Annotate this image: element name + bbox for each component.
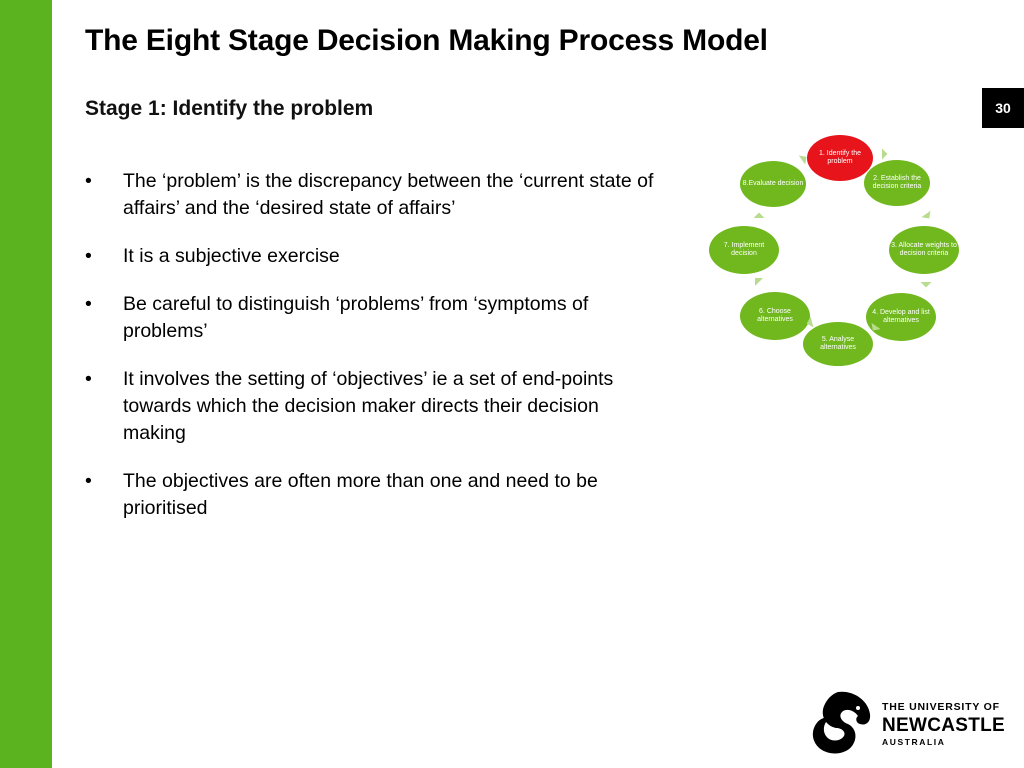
- bullet-text: The ‘problem’ is the discrepancy between…: [123, 170, 654, 219]
- slide-title: The Eight Stage Decision Making Process …: [85, 24, 768, 57]
- stage-node-1: 1. Identify the problem: [807, 135, 873, 181]
- bullet-icon: •: [85, 368, 92, 390]
- sidebar-accent-bar: [0, 0, 52, 768]
- list-item: • Be careful to distinguish ‘problems’ fr…: [85, 291, 660, 345]
- stage-node-5: 5. Analyse alternatives: [803, 322, 873, 366]
- stage-node-2: 2. Establish the decision criteria: [864, 160, 930, 206]
- list-item: • It is a subjective exercise: [85, 243, 660, 270]
- page-number-badge: 30: [982, 88, 1024, 128]
- decision-cycle-diagram: 1. Identify the problem 2. Establish the…: [700, 130, 970, 375]
- cycle-arrow-icon: [920, 276, 931, 287]
- bullet-icon: •: [85, 245, 92, 267]
- cycle-arrow-icon: [921, 209, 930, 218]
- bullet-text: The objectives are often more than one a…: [123, 470, 598, 519]
- stage-node-6: 6. Choose alternatives: [740, 292, 810, 340]
- cycle-arrow-icon: [755, 278, 763, 286]
- stage-node-4: 4. Develop and list alternatives: [866, 293, 936, 341]
- bullet-icon: •: [85, 170, 92, 192]
- list-item: • The ‘problem’ is the discrepancy betwee…: [85, 168, 660, 222]
- cycle-arrow-icon: [797, 155, 806, 164]
- logo-line-2: NEWCASTLE: [882, 715, 1006, 736]
- bullet-icon: •: [85, 470, 92, 492]
- stage-node-3: 3. Allocate weights to decision criteria: [889, 226, 959, 274]
- university-logo: THE UNIVERSITY OF NEWCASTLE AUSTRALIA: [808, 688, 1008, 758]
- stage-node-7: 7. Implement decision: [709, 226, 779, 274]
- cycle-arrow-icon: [876, 148, 887, 159]
- list-item: • The objectives are often more than one …: [85, 468, 660, 522]
- bullet-icon: •: [85, 293, 92, 315]
- bullet-text: Be careful to distinguish ‘problems’ fro…: [123, 293, 589, 342]
- logo-line-1: THE UNIVERSITY OF: [882, 701, 1000, 713]
- bullet-text: It involves the setting of ‘objectives’ …: [123, 368, 614, 444]
- bullet-list: • The ‘problem’ is the discrepancy betwee…: [85, 168, 660, 543]
- list-item: • It involves the setting of ‘objectives’…: [85, 366, 660, 447]
- seahorse-logo-icon: [812, 691, 871, 754]
- slide-subtitle: Stage 1: Identify the problem: [85, 97, 374, 120]
- logo-line-3: AUSTRALIA: [882, 737, 946, 747]
- cycle-arrow-icon: [753, 212, 764, 223]
- bullet-text: It is a subjective exercise: [123, 245, 340, 267]
- stage-node-8: 8.Evaluate decision: [740, 161, 806, 207]
